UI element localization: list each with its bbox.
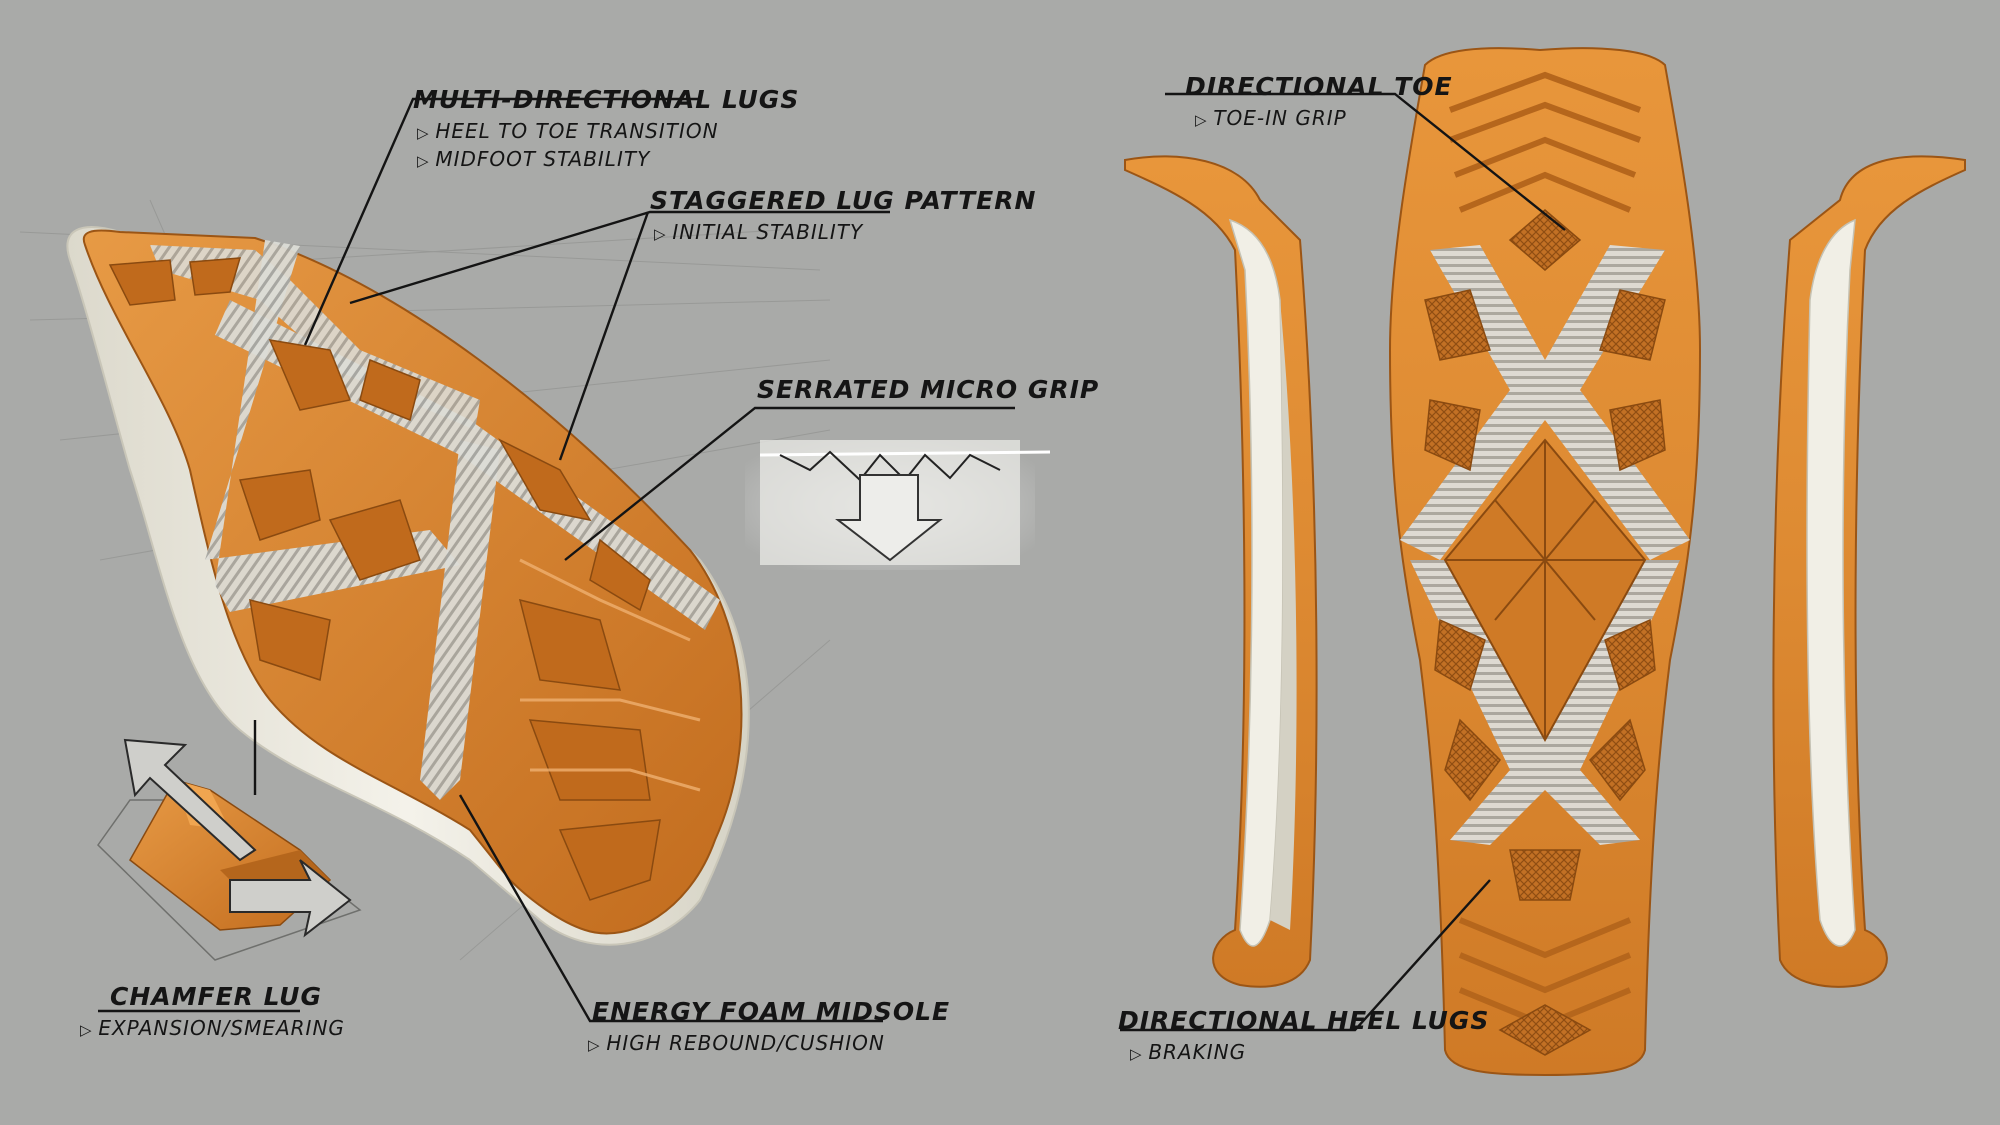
callout-directional-heel-lugs: DIRECTIONAL HEEL LUGS BRAKING [1118,1006,1489,1064]
callout-point: INITIAL STABILITY [654,220,1036,244]
leader-lines [98,92,1566,1032]
callout-title: CHAMFER LUG [110,982,322,1011]
callout-point: EXPANSION/SMEARING [80,1016,345,1040]
callout-title: DIRECTIONAL HEEL LUGS [1118,1006,1490,1035]
callout-point: HIGH REBOUND/CUSHION [588,1031,950,1055]
flat-outsole-view [1388,47,1702,1077]
callout-directional-toe: DIRECTIONAL TOE TOE-IN GRIP [1185,72,1453,130]
callout-title: DIRECTIONAL TOE [1185,72,1453,101]
callout-serrated-micro-grip: SERRATED MICRO GRIP [757,375,1099,405]
callout-multi-directional-lugs: MULTI-DIRECTIONAL LUGS HEEL TO TOE TRANS… [413,85,799,171]
callout-staggered-lug-pattern: STAGGERED LUG PATTERN INITIAL STABILITY [650,186,1036,244]
callout-point: HEEL TO TOE TRANSITION [417,119,799,143]
chamfer-lug-detail [97,738,362,961]
callout-point: TOE-IN GRIP [1195,106,1453,130]
lateral-profile-view [1772,155,1966,988]
serrated-micro-grip-detail [745,440,1051,570]
perspective-outsole [66,226,750,946]
callout-point: MIDFOOT STABILITY [417,147,799,171]
callout-energy-foam-midsole: ENERGY FOAM MIDSOLE HIGH REBOUND/CUSHION [592,997,950,1055]
callout-title: STAGGERED LUG PATTERN [650,186,1037,215]
medial-profile-view [1124,155,1318,988]
callout-title: MULTI-DIRECTIONAL LUGS [413,85,800,114]
callout-title: SERRATED MICRO GRIP [757,375,1100,404]
callout-title: ENERGY FOAM MIDSOLE [592,997,951,1026]
callout-chamfer-lug: CHAMFER LUG EXPANSION/SMEARING [98,982,345,1040]
callout-point: BRAKING [1130,1040,1489,1064]
